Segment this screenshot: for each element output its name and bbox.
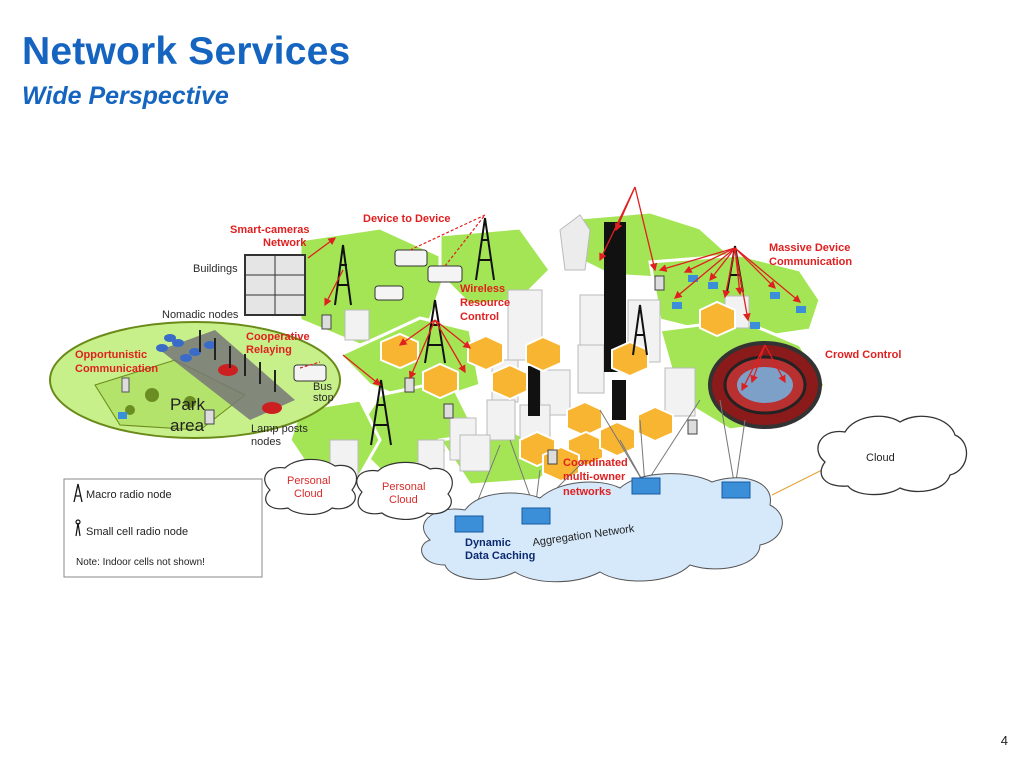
label-bus: Bus xyxy=(313,381,332,393)
d2d-dashed-arrows xyxy=(299,214,486,369)
label-opportunistic: Opportunistic xyxy=(75,349,147,361)
label-opportunistic-communication: Communication xyxy=(75,363,158,375)
page-title: Network Services xyxy=(22,30,351,73)
label-personal-cloud-1a: Personal xyxy=(287,475,330,487)
label-lamp-posts-nodes: nodes xyxy=(251,436,281,448)
user-devices xyxy=(204,275,698,465)
label-resource: Resource xyxy=(460,297,510,309)
label-wireless: Wireless xyxy=(460,283,505,295)
label-control: Control xyxy=(460,311,499,323)
label-cooperative: Cooperative xyxy=(246,331,310,343)
label-cloud: Cloud xyxy=(866,452,895,464)
label-crowd-control: Crowd Control xyxy=(825,349,901,361)
small-cell-legend-icon xyxy=(75,519,81,537)
label-lamp-posts: Lamp posts xyxy=(251,423,308,435)
iot-sensors xyxy=(672,275,806,329)
label-nomadic-nodes: Nomadic nodes xyxy=(162,309,239,321)
label-personal-cloud-2a: Personal xyxy=(382,481,425,493)
legend-box: Macro radio node Small cell radio node N… xyxy=(63,478,263,578)
label-data-caching: Data Caching xyxy=(465,550,535,562)
label-device-to-device: Device to Device xyxy=(363,213,450,225)
page-number: 4 xyxy=(1000,733,1008,748)
label-massive-communication: Communication xyxy=(769,256,852,268)
stadium xyxy=(708,341,822,429)
label-stop: stop xyxy=(313,392,334,404)
buildings-block xyxy=(244,254,306,316)
personal-cloud-1 xyxy=(264,458,357,515)
label-smart-cameras-network: Network xyxy=(263,237,307,249)
page-subtitle: Wide Perspective xyxy=(22,82,229,110)
legend-macro-label: Macro radio node xyxy=(86,489,172,501)
label-buildings: Buildings xyxy=(193,263,238,275)
label-personal-cloud-2b: Cloud xyxy=(389,494,418,506)
red-arrows xyxy=(307,186,801,392)
aggregation-cloud xyxy=(421,473,783,583)
label-personal-cloud-1b: Cloud xyxy=(294,488,323,500)
black-tower xyxy=(604,222,626,372)
macro-tower-legend-icon xyxy=(73,483,83,503)
label-coordinated: Coordinated xyxy=(563,457,628,469)
vehicles xyxy=(293,249,463,382)
personal-cloud-2 xyxy=(356,461,453,520)
cloud-right xyxy=(817,415,968,496)
legend-small-label: Small cell radio node xyxy=(86,526,188,538)
label-dynamic: Dynamic xyxy=(465,537,511,549)
label-massive-device: Massive Device xyxy=(769,242,850,254)
label-park: Park xyxy=(170,395,205,414)
label-smart-cameras: Smart-cameras xyxy=(230,224,310,236)
label-area: area xyxy=(170,416,205,435)
label-networks: networks xyxy=(563,486,611,498)
server-racks xyxy=(454,477,751,533)
label-multi-owner: multi-owner xyxy=(563,471,626,483)
label-relaying: Relaying xyxy=(246,344,292,356)
legend-note: Note: Indoor cells not shown! xyxy=(76,557,205,568)
